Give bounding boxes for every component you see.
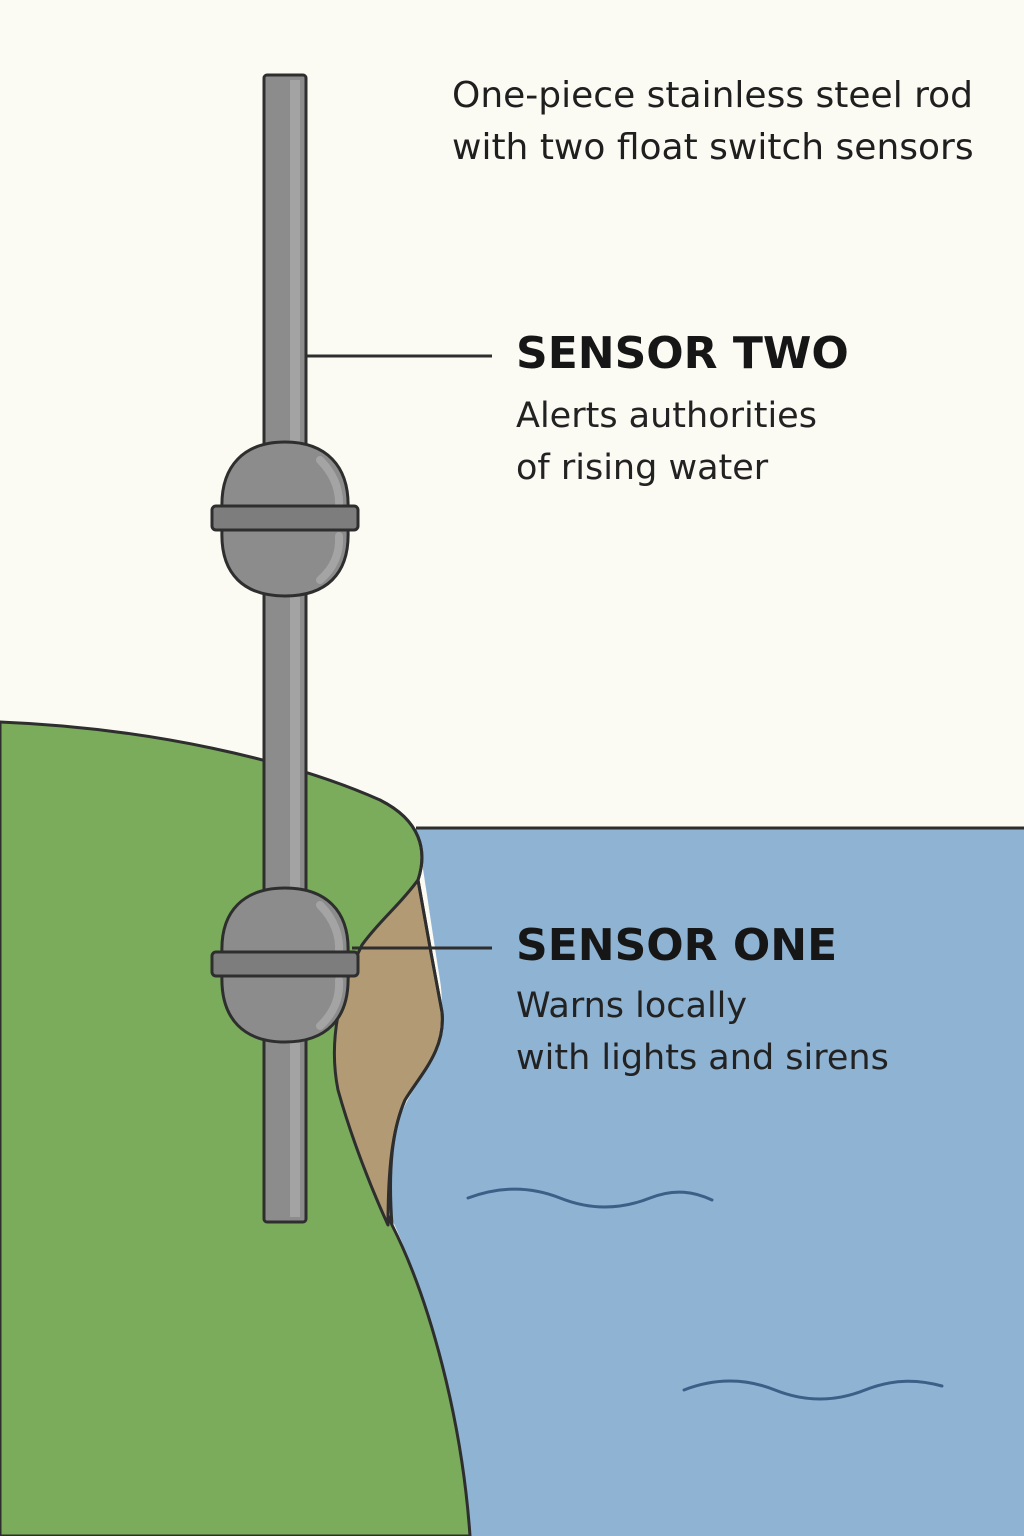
sensor-two-desc-line-2: of rising water	[516, 448, 769, 488]
sensor-one-description: Warns locally with lights and sirens	[516, 980, 889, 1084]
sensor-two-description: Alerts authorities of rising water	[516, 390, 817, 494]
rod-caption-line-2: with two float switch sensors	[452, 127, 974, 168]
rod-caption-line-1: One-piece stainless steel rod	[452, 75, 974, 116]
water-ripple	[682, 1379, 944, 1401]
sensor-two-desc-line-1: Alerts authorities	[516, 396, 817, 436]
float-sensor-two	[210, 440, 360, 598]
sensor-two-title: SENSOR TWO	[516, 328, 849, 379]
water-ripple	[466, 1187, 714, 1209]
sensor-one-desc-line-2: with lights and sirens	[516, 1038, 889, 1078]
sensor-one-title: SENSOR ONE	[516, 920, 838, 971]
sensor-one-desc-line-1: Warns locally	[516, 986, 748, 1026]
rod-caption: One-piece stainless steel rod with two f…	[452, 70, 974, 174]
rod-highlight	[290, 80, 300, 1217]
bank-edge	[379, 798, 444, 1226]
water-body	[386, 828, 1024, 1536]
float-sensor-one	[210, 886, 360, 1044]
